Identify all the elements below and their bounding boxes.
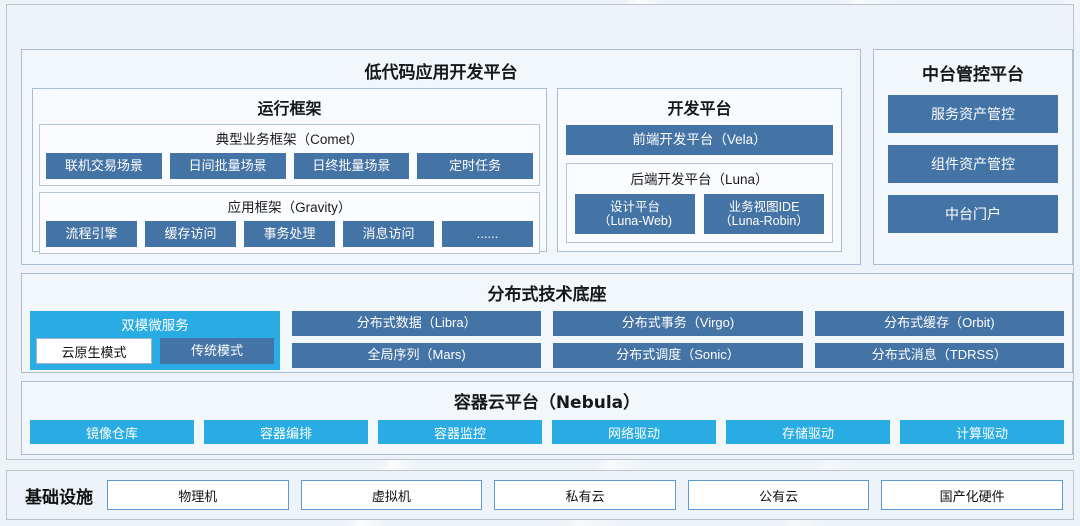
distributed-chip[interactable]: 分布式消息（TDRSS） (814, 343, 1064, 368)
dev-platform-section: 开发平台 前端开发平台（Vela） 后端开发平台（Luna） 设计平台 （Lun… (557, 88, 842, 252)
infrastructure-chip[interactable]: 私有云 (494, 480, 676, 510)
distributed-base-section: 分布式技术底座 双模微服务 云原生模式 传统模式 分布式数据（Libra） 全局… (21, 273, 1073, 373)
luna-web-line1: 设计平台 (609, 199, 660, 214)
luna-chip-row: 设计平台 （Luna-Web) 业务视图IDE （Luna-Robin） (575, 194, 824, 234)
runtime-framework-section: 运行框架 典型业务框架（Comet） 联机交易场景 日间批量场景 日终批量场景 … (32, 88, 547, 254)
midplatform-chip[interactable]: 服务资产管控 (888, 95, 1058, 133)
distributed-column: 分布式缓存（Orbit) 分布式消息（TDRSS） (814, 311, 1064, 370)
midplatform-chip[interactable]: 中台门户 (888, 195, 1058, 233)
luna-box: 后端开发平台（Luna） 设计平台 （Luna-Web) 业务视图IDE （Lu… (566, 163, 833, 243)
infrastructure-chip[interactable]: 公有云 (687, 480, 870, 510)
traditional-mode-chip[interactable]: 传统模式 (160, 338, 274, 364)
luna-title: 后端开发平台（Luna） (630, 172, 769, 187)
gravity-framework-title: 应用框架（Gravity） (227, 200, 352, 215)
distributed-base-title: 分布式技术底座 (487, 285, 607, 305)
runtime-framework-title: 运行框架 (257, 99, 322, 118)
comet-chip-row: 联机交易场景 日间批量场景 日终批量场景 定时任务 (46, 153, 533, 179)
container-cloud-title: 容器云平台（Nebula） (453, 393, 641, 413)
luna-robin-line2: （Luna-Robin） (719, 214, 809, 228)
distributed-chip[interactable]: 分布式缓存（Orbit) (814, 311, 1064, 336)
luna-web-chip[interactable]: 设计平台 （Luna-Web) (575, 194, 695, 234)
comet-chip[interactable]: 联机交易场景 (46, 153, 162, 179)
gravity-chip-row: 流程引擎 缓存访问 事务处理 消息访问 ...... (46, 221, 533, 247)
lowcode-platform-title: 低代码应用开发平台 (364, 63, 518, 83)
dual-mode-microservice-box: 双模微服务 云原生模式 传统模式 (30, 311, 280, 370)
lowcode-platform-section: 低代码应用开发平台 运行框架 典型业务框架（Comet） 联机交易场景 日间批量… (21, 49, 861, 265)
container-chip[interactable]: 网络驱动 (552, 420, 716, 444)
dev-platform-title: 开发平台 (667, 99, 732, 118)
distributed-base-row: 双模微服务 云原生模式 传统模式 分布式数据（Libra） 全局序列（Mars)… (30, 311, 1064, 370)
gravity-chip[interactable]: 流程引擎 (46, 221, 137, 247)
gravity-chip[interactable]: 缓存访问 (145, 221, 236, 247)
comet-framework-box: 典型业务框架（Comet） 联机交易场景 日间批量场景 日终批量场景 定时任务 (39, 124, 540, 186)
distributed-chip[interactable]: 全局序列（Mars) (292, 343, 542, 368)
infrastructure-chip[interactable]: 物理机 (107, 480, 289, 510)
distributed-columns: 分布式数据（Libra） 全局序列（Mars) 分布式事务（Virgo) 分布式… (292, 311, 1064, 370)
container-chip[interactable]: 容器编排 (204, 420, 368, 444)
comet-chip[interactable]: 定时任务 (417, 153, 533, 179)
container-chip[interactable]: 计算驱动 (900, 420, 1064, 444)
container-chip[interactable]: 容器监控 (378, 420, 542, 444)
distributed-chip[interactable]: 分布式调度（Sonic） (553, 343, 803, 368)
distributed-column: 分布式数据（Libra） 全局序列（Mars) (292, 311, 542, 370)
comet-chip[interactable]: 日间批量场景 (169, 153, 286, 179)
infrastructure-section: 基础设施 物理机 虚拟机 私有云 公有云 国产化硬件 (6, 470, 1074, 520)
infrastructure-chip[interactable]: 国产化硬件 (881, 480, 1063, 510)
gravity-chip[interactable]: 事务处理 (244, 221, 335, 247)
container-chip[interactable]: 镜像仓库 (30, 420, 194, 444)
comet-framework-title: 典型业务框架（Comet） (215, 132, 364, 147)
infrastructure-chip-row: 物理机 虚拟机 私有云 公有云 国产化硬件 (107, 480, 1063, 510)
luna-robin-line1: 业务视图IDE (728, 199, 800, 214)
infrastructure-chip[interactable]: 虚拟机 (300, 480, 483, 510)
luna-web-line2: （Luna-Web) (597, 214, 673, 228)
dual-mode-title: 双模微服务 (121, 318, 189, 333)
cloud-native-mode-chip[interactable]: 云原生模式 (36, 338, 152, 364)
main-panel: 低代码应用开发平台 运行框架 典型业务框架（Comet） 联机交易场景 日间批量… (6, 4, 1074, 460)
container-chip[interactable]: 存储驱动 (726, 420, 890, 444)
distributed-chip[interactable]: 分布式事务（Virgo) (553, 311, 803, 336)
luna-robin-chip[interactable]: 业务视图IDE （Luna-Robin） (704, 194, 824, 234)
gravity-chip[interactable]: 消息访问 (343, 221, 434, 247)
distributed-column: 分布式事务（Virgo) 分布式调度（Sonic） (553, 311, 803, 370)
infrastructure-label: 基础设施 (25, 487, 93, 508)
gravity-framework-box: 应用框架（Gravity） 流程引擎 缓存访问 事务处理 消息访问 ...... (39, 192, 540, 254)
container-chip-row: 镜像仓库 容器编排 容器监控 网络驱动 存储驱动 计算驱动 (30, 420, 1064, 444)
midplatform-chip[interactable]: 组件资产管控 (888, 145, 1058, 183)
distributed-chip[interactable]: 分布式数据（Libra） (292, 311, 542, 336)
comet-chip[interactable]: 日终批量场景 (293, 153, 410, 179)
midplatform-section: 中台管控平台 服务资产管控 组件资产管控 中台门户 (873, 49, 1073, 265)
gravity-chip-more[interactable]: ...... (442, 221, 533, 247)
vela-chip[interactable]: 前端开发平台（Vela） (566, 125, 833, 155)
midplatform-title: 中台管控平台 (922, 65, 1024, 85)
dual-mode-chip-row: 云原生模式 传统模式 (36, 338, 274, 364)
container-cloud-section: 容器云平台（Nebula） 镜像仓库 容器编排 容器监控 网络驱动 存储驱动 计… (21, 381, 1073, 455)
